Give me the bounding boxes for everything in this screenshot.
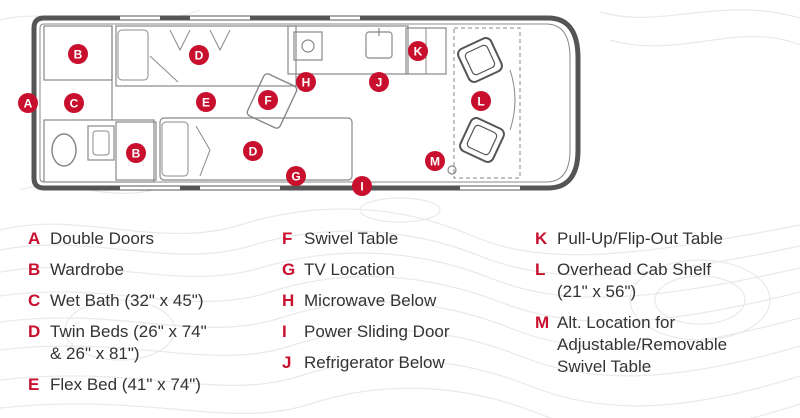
svg-text:F: F (264, 94, 271, 108)
svg-text:E: E (202, 96, 210, 110)
legend-text: Flex Bed (41" x 74") (50, 375, 201, 394)
legend-letter: F (282, 229, 293, 248)
legend-text: Swivel Table (304, 229, 399, 248)
marker-g: G (286, 166, 306, 186)
svg-text:L: L (477, 95, 484, 109)
svg-text:J: J (376, 76, 383, 90)
marker-f: F (258, 90, 278, 110)
legend-letter: K (535, 229, 548, 248)
svg-text:B: B (132, 147, 141, 161)
legend-letter: I (282, 322, 287, 341)
legend-text-line-1: Twin Beds (26" x 74" (50, 322, 207, 341)
legend-text: Alt. Location for Adjustable/Removable S… (557, 312, 727, 378)
legend-text: Double Doors (50, 229, 154, 248)
legend-text: Power Sliding Door (304, 322, 450, 341)
legend-item-i: I Power Sliding Door (282, 321, 450, 343)
svg-text:D: D (195, 49, 204, 63)
marker-d-upper: D (189, 45, 209, 65)
marker-l: L (471, 91, 491, 111)
legend-item-b: B Wardrobe (28, 259, 124, 281)
legend-text-line-3: Swivel Table (557, 357, 652, 376)
svg-text:D: D (249, 145, 258, 159)
legend-letter: M (535, 313, 550, 332)
cab-seat-lower (459, 117, 505, 163)
legend-text-line-1: Alt. Location for (557, 313, 676, 332)
wardrobe-bottom (115, 121, 157, 181)
marker-j: J (369, 72, 389, 92)
svg-text:A: A (24, 97, 33, 111)
svg-text:K: K (414, 45, 423, 59)
legend-letter: A (28, 229, 41, 248)
legend-text: Refrigerator Below (304, 353, 445, 372)
legend-text: TV Location (304, 260, 395, 279)
legend-item-g: G TV Location (282, 259, 395, 281)
svg-text:C: C (70, 97, 79, 111)
svg-text:G: G (291, 170, 300, 184)
legend-item-l: L Overhead Cab Shelf (21" x 56") (535, 259, 711, 303)
legend-letter: B (28, 260, 41, 279)
legend-text: Wardrobe (50, 260, 125, 279)
microwave (293, 31, 323, 61)
marker-m: M (425, 151, 445, 171)
legend-text: Twin Beds (26" x 74" & 26" x 81") (50, 321, 207, 365)
legend-letter: D (28, 322, 41, 341)
legend-item-d: D Twin Beds (26" x 74" & 26" x 81") (28, 321, 207, 365)
legend-item-k: K Pull-Up/Flip-Out Table (535, 228, 723, 250)
legend-text: Wet Bath (32" x 45") (50, 291, 204, 310)
marker-c: C (64, 93, 84, 113)
kitchen-counter (287, 25, 409, 75)
legend-letter: H (282, 291, 295, 310)
alt-table-location (447, 165, 457, 175)
swivel-table (246, 73, 298, 129)
legend-letter: J (282, 353, 292, 372)
marker-d-lower: D (243, 141, 263, 161)
svg-text:H: H (302, 76, 311, 90)
twin-bed-lower (159, 117, 353, 181)
legend-text-line-2: & 26" x 81") (50, 344, 140, 363)
legend-item-a: A Double Doors (28, 228, 154, 250)
legend-item-e: E Flex Bed (41" x 74") (28, 374, 201, 396)
cab-seat-upper (457, 37, 503, 83)
marker-k: K (408, 41, 428, 61)
twin-bed-upper (115, 25, 297, 87)
legend-item-m: M Alt. Location for Adjustable/Removable… (535, 312, 727, 378)
legend-text: Pull-Up/Flip-Out Table (557, 229, 723, 248)
legend-item-j: J Refrigerator Below (282, 352, 445, 374)
legend-text-line-1: Overhead Cab Shelf (557, 260, 712, 279)
overhead-cab-shelf (453, 27, 521, 179)
marker-h: H (296, 72, 316, 92)
marker-e: E (196, 92, 216, 112)
marker-i: I (352, 176, 372, 196)
marker-a: A (18, 93, 38, 113)
wet-bath (43, 119, 155, 183)
svg-text:M: M (430, 155, 440, 169)
legend-text: Microwave Below (304, 291, 437, 310)
bath-sink (87, 125, 115, 161)
legend-letter: C (28, 291, 41, 310)
marker-b-lower: B (126, 143, 146, 163)
legend-text-line-2: (21" x 56") (557, 282, 637, 301)
svg-text:B: B (74, 48, 83, 62)
legend-item-f: F Swivel Table (282, 228, 398, 250)
legend-letter: G (282, 260, 296, 279)
legend-item-c: C Wet Bath (32" x 45") (28, 290, 204, 312)
legend-letter: L (535, 260, 546, 279)
legend-item-h: H Microwave Below (282, 290, 436, 312)
toilet (51, 133, 77, 167)
svg-text:I: I (360, 180, 363, 194)
legend-text-line-2: Adjustable/Removable (557, 335, 728, 354)
legend-text: Overhead Cab Shelf (21" x 56") (557, 259, 711, 303)
vehicle-outline (31, 15, 581, 191)
legend-letter: E (28, 375, 40, 394)
marker-b-upper: B (68, 44, 88, 64)
